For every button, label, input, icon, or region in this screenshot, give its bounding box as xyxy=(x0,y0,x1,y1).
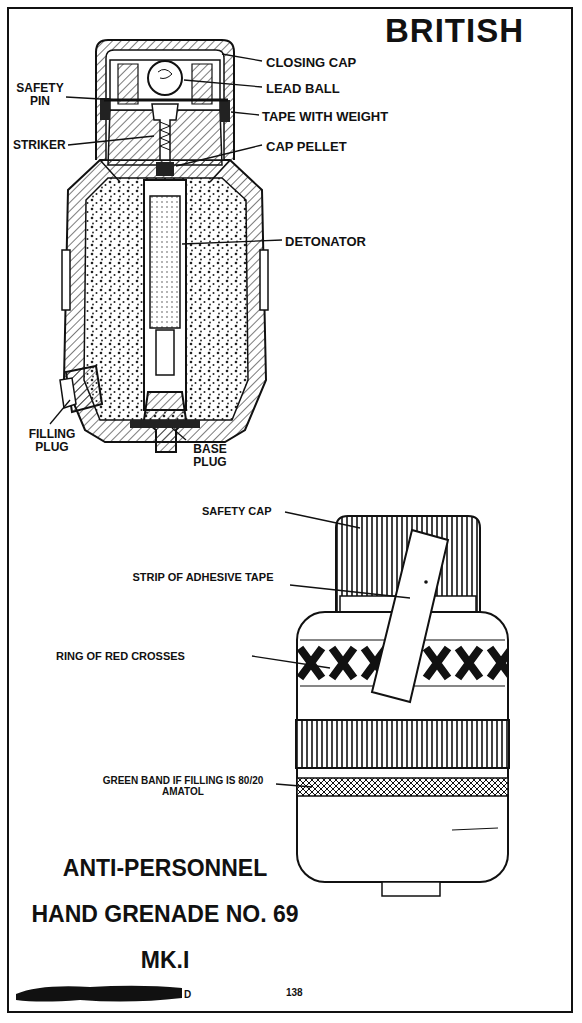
part-label: FILLING PLUG xyxy=(18,428,86,454)
diagram-title: ANTI-PERSONNEL HAND GRENADE NO. 69 MK.I xyxy=(30,845,300,983)
leader-lines xyxy=(50,54,410,787)
part-label: BASE PLUG xyxy=(180,443,240,469)
part-label: STRIP OF ADHESIVE TAPE xyxy=(118,571,288,583)
part-label: GREEN BAND IF FILLING IS 80/20 AMATOL xyxy=(88,775,278,797)
part-label: CAP PELLET xyxy=(266,139,406,154)
part-label: DETONATOR xyxy=(285,234,425,249)
part-label: LEAD BALL xyxy=(266,81,406,96)
page-number: 138 xyxy=(286,987,326,998)
part-label: SAFETY PIN xyxy=(12,82,68,108)
part-label: TAPE WITH WEIGHT xyxy=(262,109,432,124)
page-mark: D xyxy=(184,989,204,1000)
exterior-view xyxy=(296,516,512,896)
cross-section xyxy=(60,40,268,452)
part-label: RING OF RED CROSSES xyxy=(56,650,256,662)
part-label: SAFETY CAP xyxy=(202,505,312,517)
redaction-mark xyxy=(16,986,182,1002)
heading-label: BRITISH xyxy=(385,12,560,49)
part-label: CLOSING CAP xyxy=(266,55,406,70)
page-frame xyxy=(8,8,572,1012)
part-label: STRIKER xyxy=(13,139,73,152)
